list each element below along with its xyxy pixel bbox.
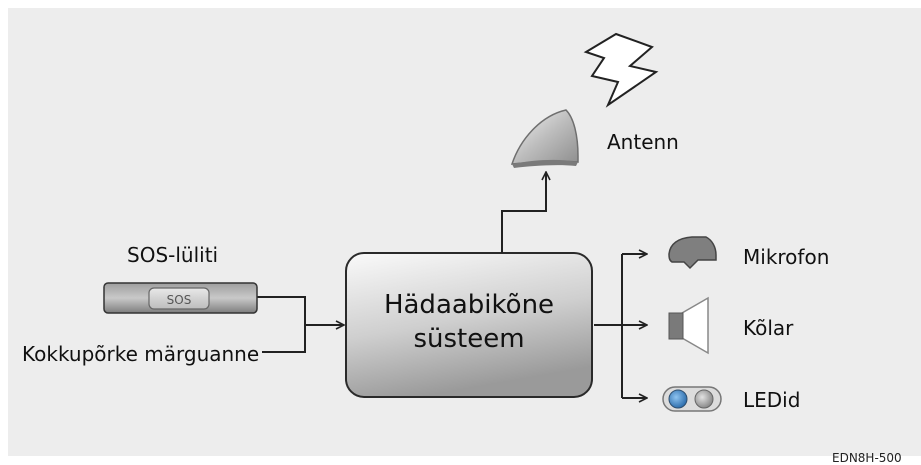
antenna-connector	[501, 172, 546, 253]
system-label-line-1: Hädaabikõne	[383, 290, 555, 320]
sos-switch-label: SOS-lüliti	[127, 243, 219, 267]
emergency-call-system-box	[345, 252, 593, 398]
output-connectors	[594, 254, 647, 398]
sos-switch-icon	[103, 282, 258, 314]
lightning-bolt-icon	[583, 32, 659, 108]
leds-icon	[662, 386, 722, 412]
input-connectors	[256, 296, 344, 353]
speaker-icon	[668, 296, 709, 355]
sos-button-label: SOS	[167, 293, 192, 307]
antenna-label: Antenn	[607, 130, 679, 154]
microphone-icon	[668, 236, 717, 270]
leds-label: LEDid	[743, 388, 801, 412]
shark-fin-antenna-icon	[510, 109, 579, 168]
microphone-label: Mikrofon	[743, 245, 830, 269]
crash-signal-label: Kokkupõrke märguanne	[22, 342, 260, 366]
system-label-line-2: süsteem	[413, 324, 525, 354]
speaker-label: Kõlar	[743, 316, 794, 340]
emergency-call-system-label: Hädaabikõne süsteem	[346, 288, 592, 356]
figure-code: EDN8H-500	[832, 451, 902, 465]
